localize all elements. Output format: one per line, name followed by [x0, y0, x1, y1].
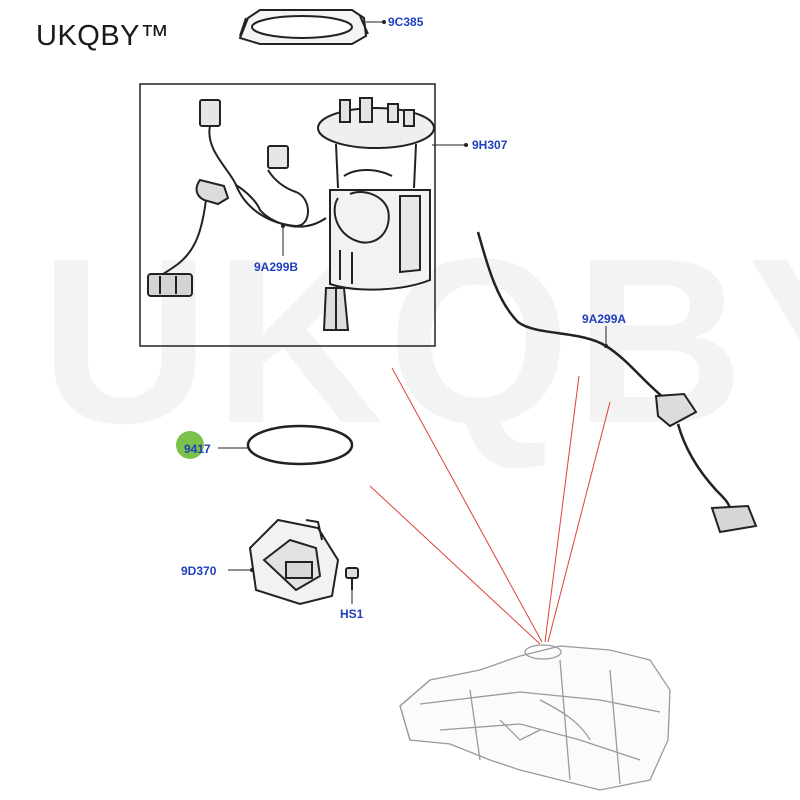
- pump-harness-leader-dot: [281, 224, 285, 228]
- control-module-callout: 9D370: [181, 564, 217, 578]
- brand-logo-text: UKQBY™: [36, 20, 170, 52]
- lock-ring-callout: 9C385: [388, 15, 424, 29]
- screw-callout: HS1: [340, 607, 364, 621]
- pump-harness-part: [147, 99, 327, 297]
- fuel-tank-part: [399, 644, 671, 791]
- control-module-part: [248, 518, 340, 606]
- pump-assembly-frame: [139, 83, 436, 347]
- pump-module-leader-dot: [464, 143, 468, 147]
- pump-module-callout: 9H307: [472, 138, 508, 152]
- pump-module-part: [317, 97, 435, 331]
- control-module-leader-dot: [250, 568, 254, 572]
- seal-ring-part: [246, 424, 354, 466]
- seal-ring-callout: 9417: [184, 442, 211, 456]
- tank-harness-part: [476, 231, 758, 534]
- tank-location-leaders: [369, 367, 611, 645]
- lock-ring-part: [238, 9, 369, 45]
- pump-harness-callout: 9A299B: [254, 260, 298, 274]
- screw-part: [345, 567, 359, 590]
- lock-ring-leader-dot: [382, 20, 386, 24]
- tank-harness-callout: 9A299A: [582, 312, 626, 326]
- highlight-dot: [176, 431, 204, 459]
- tank-harness-leader-dot: [604, 344, 608, 348]
